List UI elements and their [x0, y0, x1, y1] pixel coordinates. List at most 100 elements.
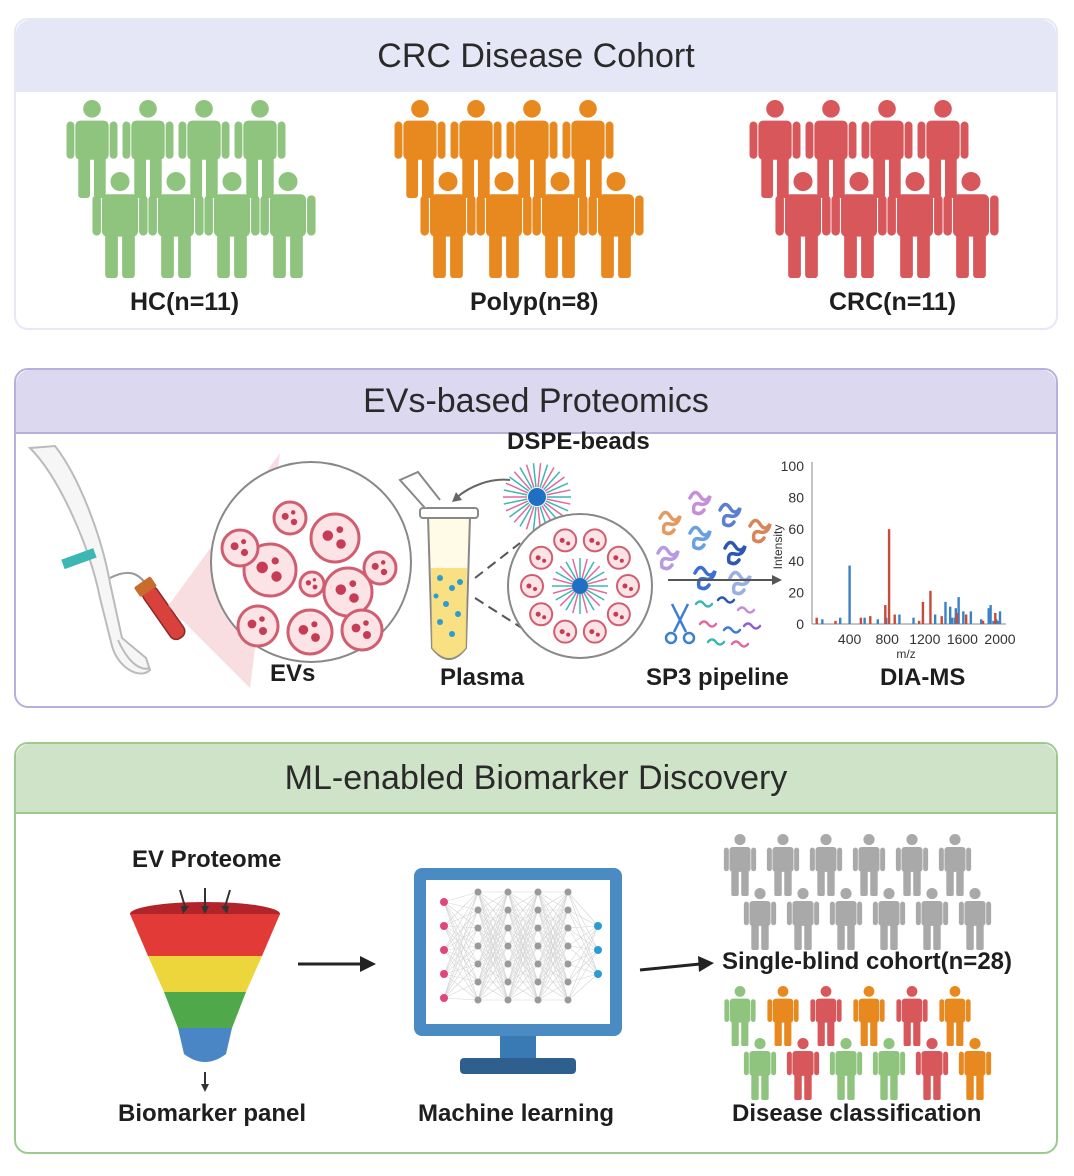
person-icon	[939, 986, 971, 1046]
spectrum-peak	[917, 620, 921, 624]
nn-node	[564, 888, 572, 896]
person-icon	[122, 100, 174, 198]
spectrum-peak	[859, 617, 863, 624]
spectrum-peak	[848, 565, 851, 624]
person-icon	[805, 100, 857, 198]
person-icon	[234, 100, 286, 198]
protein-icon	[728, 570, 752, 596]
x-axis-label: m/z	[896, 647, 915, 661]
peptide-icon	[716, 596, 736, 604]
person-icon	[958, 888, 992, 950]
cohort-people	[66, 100, 999, 278]
peptide-icon	[706, 638, 726, 646]
person-icon	[204, 172, 260, 278]
person-icon	[92, 172, 148, 278]
spectrum-peak	[987, 608, 990, 624]
person-icon	[895, 834, 929, 896]
ev-proteome-label: EV Proteome	[132, 846, 282, 873]
person-icon	[786, 888, 820, 950]
nn-node	[440, 994, 448, 1002]
protein-icon	[656, 545, 680, 571]
spectrum-peak	[940, 616, 943, 624]
nn-node	[534, 888, 542, 896]
spectrum-peak	[957, 597, 960, 624]
spectrum-peak	[962, 611, 965, 624]
person-icon	[809, 834, 843, 896]
person-icon	[766, 834, 800, 896]
nn-node	[534, 996, 542, 1004]
nn-node	[504, 888, 512, 896]
peptide-icon	[736, 606, 756, 614]
nn-node	[594, 946, 602, 954]
y-tick-label: 60	[788, 521, 804, 537]
spectrum-peak	[921, 601, 925, 624]
nn-node	[474, 924, 482, 932]
bead-arrow	[455, 478, 511, 499]
nn-node	[534, 978, 542, 986]
nn-node	[504, 942, 512, 950]
blood-tube-icon	[134, 576, 186, 641]
nn-node	[534, 906, 542, 914]
classification-people	[723, 834, 992, 1100]
protein-icon	[688, 490, 712, 516]
ev-icon	[340, 608, 384, 652]
spectrum-peak	[996, 620, 999, 624]
sp3-label: SP3 pipeline	[646, 664, 789, 691]
nn-node	[534, 924, 542, 932]
protein-icon	[688, 525, 712, 551]
ev-icon	[582, 619, 607, 644]
protein-icon	[658, 510, 682, 536]
nn-node	[564, 942, 572, 950]
person-icon	[506, 100, 558, 198]
nn-node	[594, 922, 602, 930]
spectrum-peak	[834, 620, 837, 624]
person-icon	[66, 100, 118, 198]
nn-node	[474, 960, 482, 968]
person-icon	[532, 172, 588, 278]
ev-icon	[553, 528, 578, 553]
protein-icon	[693, 565, 717, 591]
nn-node	[564, 996, 572, 1004]
spectrum-peak	[839, 617, 842, 624]
spectrum-peak	[863, 617, 866, 624]
spectrum-peak	[884, 605, 887, 624]
person-icon	[852, 834, 886, 896]
ev-icon	[606, 545, 631, 570]
y-tick-label: 100	[781, 458, 805, 474]
x-tick-label: 2000	[984, 631, 1015, 647]
nn-node	[564, 906, 572, 914]
spectrum-peak	[989, 605, 992, 624]
spectrum-peak	[893, 614, 896, 624]
person-icon	[743, 1038, 777, 1100]
crc-label: CRC(n=11)	[829, 288, 957, 316]
peptide-icon	[730, 640, 750, 648]
person-icon	[915, 1038, 949, 1100]
person-icon	[148, 172, 204, 278]
ev-icon	[362, 550, 398, 586]
spectrum-peak	[933, 614, 937, 624]
nn-node	[534, 942, 542, 950]
dia-ms-label: DIA-MS	[880, 664, 966, 691]
nn-node	[474, 978, 482, 986]
neural-network	[440, 888, 602, 1004]
spectrum-peak	[998, 611, 1002, 624]
person-icon	[749, 100, 801, 198]
person-icon	[394, 100, 446, 198]
ev-icon	[529, 602, 554, 627]
person-icon	[917, 100, 969, 198]
nn-node	[504, 924, 512, 932]
person-icon	[887, 172, 943, 278]
peptide-icons	[694, 596, 762, 648]
person-icon	[853, 986, 885, 1046]
peptide-icon	[694, 600, 714, 608]
ev-icon	[236, 604, 280, 648]
nn-node	[504, 996, 512, 1004]
nn-node	[504, 960, 512, 968]
y-axis-label: Intensity	[771, 525, 785, 570]
nn-node	[594, 970, 602, 978]
funnel-icon	[130, 888, 280, 1092]
nn-node	[534, 960, 542, 968]
peptide-icon	[742, 622, 762, 630]
ml-title: ML-enabled Biomarker Discovery	[16, 744, 1056, 814]
peptide-icon	[698, 620, 718, 628]
